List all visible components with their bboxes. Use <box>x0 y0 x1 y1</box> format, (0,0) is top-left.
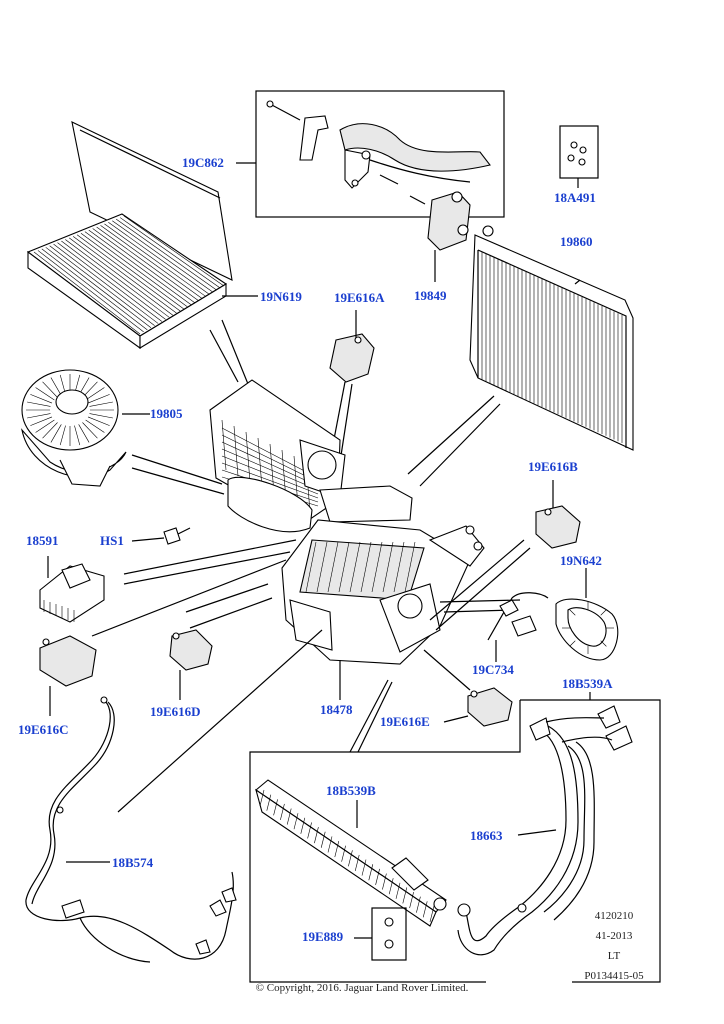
pollen-filter-19N619 <box>26 121 258 385</box>
callout-19E616E: 19E616E <box>380 714 430 729</box>
leader-lines <box>236 162 579 188</box>
reference-block: 4120210 41-2013 LT P0134415-05 <box>564 906 664 986</box>
blower-19805 <box>21 369 225 495</box>
callout-18478: 18478 <box>320 702 353 717</box>
reference-line-1: 4120210 <box>594 910 634 922</box>
hvac-housing-18478 <box>91 379 531 813</box>
resistor-18591 <box>39 556 105 623</box>
seal-pack-18A491 <box>559 125 599 179</box>
callout-18591: 18591 <box>26 533 59 548</box>
callout-18B574: 18B574 <box>112 855 154 870</box>
harness-18B574 <box>25 696 237 963</box>
callout-19E616A: 19E616A <box>334 290 385 305</box>
callout-18B539A: 18B539A <box>562 676 613 691</box>
kit-box-18B539A <box>249 692 661 983</box>
callout-18A491: 18A491 <box>554 190 596 205</box>
callout-19C862: 19C862 <box>182 155 224 170</box>
sensor-19C734 <box>487 592 549 662</box>
gasket-19N642 <box>555 568 619 661</box>
callout-19805: 19805 <box>150 406 183 421</box>
expansion-valve-19849 <box>427 191 471 282</box>
callout-19860: 19860 <box>560 234 593 249</box>
callout-19849: 19849 <box>414 288 447 303</box>
callout-19E616B: 19E616B <box>528 459 578 474</box>
actuator-19E616E <box>443 687 513 727</box>
copyright-notice: © Copyright, 2016. Jaguar Land Rover Lim… <box>255 982 469 994</box>
actuator-19E616D <box>169 629 213 700</box>
callout-19E616C: 19E616C <box>18 722 69 737</box>
reference-line-4: P0134415-05 <box>584 970 644 982</box>
callout-19E889: 19E889 <box>302 929 344 944</box>
actuator-19E616C <box>39 635 97 716</box>
screw-HS1 <box>131 527 191 545</box>
callout-19C734: 19C734 <box>472 662 514 677</box>
callout-19N642: 19N642 <box>560 553 602 568</box>
callout-18663: 18663 <box>470 828 503 843</box>
reference-line-3: LT <box>607 950 621 962</box>
callout-HS1: HS1 <box>100 533 124 548</box>
kit-box-19C862 <box>255 90 505 218</box>
actuator-19E616B <box>535 480 581 549</box>
reference-line-2: 41-2013 <box>595 930 633 942</box>
callout-19E616D: 19E616D <box>150 704 201 719</box>
callout-18B539B: 18B539B <box>326 783 376 798</box>
callout-19N619: 19N619 <box>260 289 302 304</box>
evaporator-19860 <box>469 225 634 451</box>
